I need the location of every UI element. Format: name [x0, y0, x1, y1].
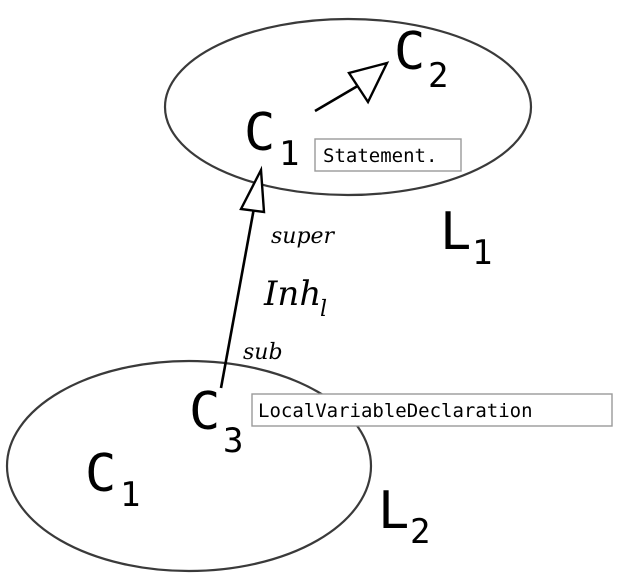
- inheritance-subscript: l: [320, 297, 327, 322]
- statement-tag: Statement.: [314, 138, 462, 172]
- language-l2-label: L 2: [378, 481, 430, 552]
- language-l2-ellipse: [5, 359, 373, 573]
- concept-c3: C 3: [189, 382, 243, 461]
- language-l1-subscript: 1: [472, 233, 492, 273]
- inheritance-name: Inh: [263, 274, 321, 314]
- local-variable-declaration-tag: LocalVariableDeclaration: [251, 393, 613, 427]
- c1-to-c2-arrowhead: [347, 61, 390, 105]
- concept-c2-letter: C: [394, 22, 425, 82]
- concept-c2-subscript: 2: [428, 56, 448, 96]
- language-l1-letter: L: [440, 202, 471, 262]
- language-l1-ellipse: [163, 17, 533, 197]
- concept-c1-bottom-letter: C: [85, 444, 116, 504]
- concept-c1-top-letter: C: [244, 103, 275, 163]
- local-variable-declaration-tag-box: [251, 393, 613, 427]
- statement-tag-text: Statement.: [323, 145, 437, 167]
- language-l2-letter: L: [378, 481, 409, 541]
- local-variable-declaration-tag-text: LocalVariableDeclaration: [258, 400, 533, 422]
- super-label: super: [271, 224, 336, 249]
- language-l1-label: L 1: [440, 202, 492, 273]
- concept-c1-top-subscript: 1: [279, 134, 299, 174]
- inheritance-arrow: [219, 165, 266, 389]
- inheritance-label: Inh l: [263, 274, 327, 322]
- statement-tag-box: [314, 138, 462, 172]
- language-l2-subscript: 2: [410, 512, 430, 552]
- sub-label: sub: [243, 340, 283, 365]
- concept-c3-letter: C: [189, 382, 220, 442]
- inheritance-arrowhead: [239, 165, 266, 214]
- concept-c1-bottom-subscript: 1: [120, 475, 140, 515]
- c1-to-c2-arrow: [314, 61, 390, 113]
- concept-c1-top: C 1: [244, 103, 299, 174]
- concept-c3-subscript: 3: [223, 421, 243, 461]
- concept-c2: C 2: [394, 22, 448, 96]
- concept-c1-bottom: C 1: [85, 444, 140, 515]
